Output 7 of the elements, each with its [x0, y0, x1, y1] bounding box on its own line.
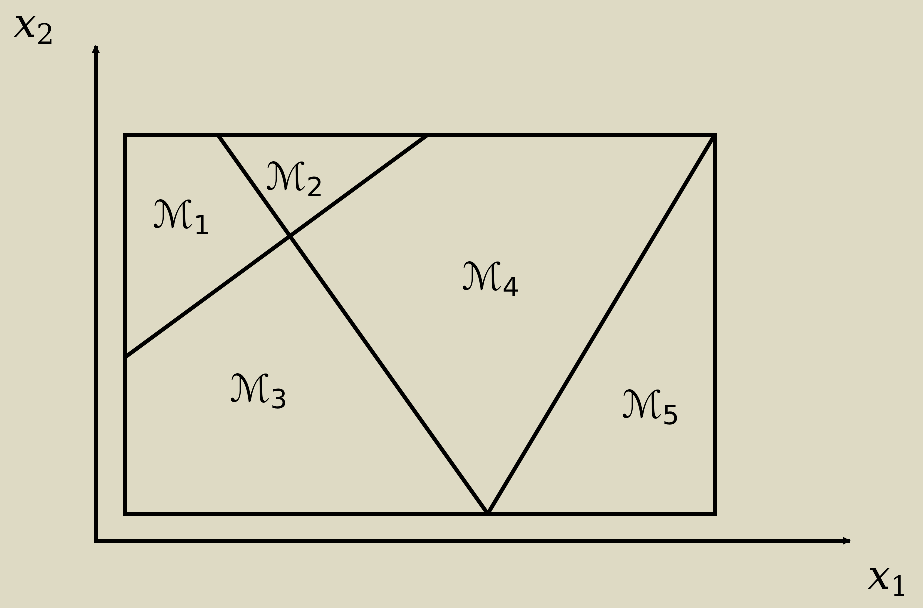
region-label: ℳ$_{3}$	[230, 370, 288, 414]
axis-label: x$_{2}$	[14, 4, 54, 49]
region-label: ℳ$_{1}$	[153, 196, 211, 240]
region-label: ℳ$_{2}$	[266, 158, 324, 202]
region-label: ℳ$_{4}$	[462, 258, 520, 302]
axis-label: x$_{1}$	[868, 556, 908, 601]
region-label: ℳ$_{5}$	[622, 386, 680, 430]
